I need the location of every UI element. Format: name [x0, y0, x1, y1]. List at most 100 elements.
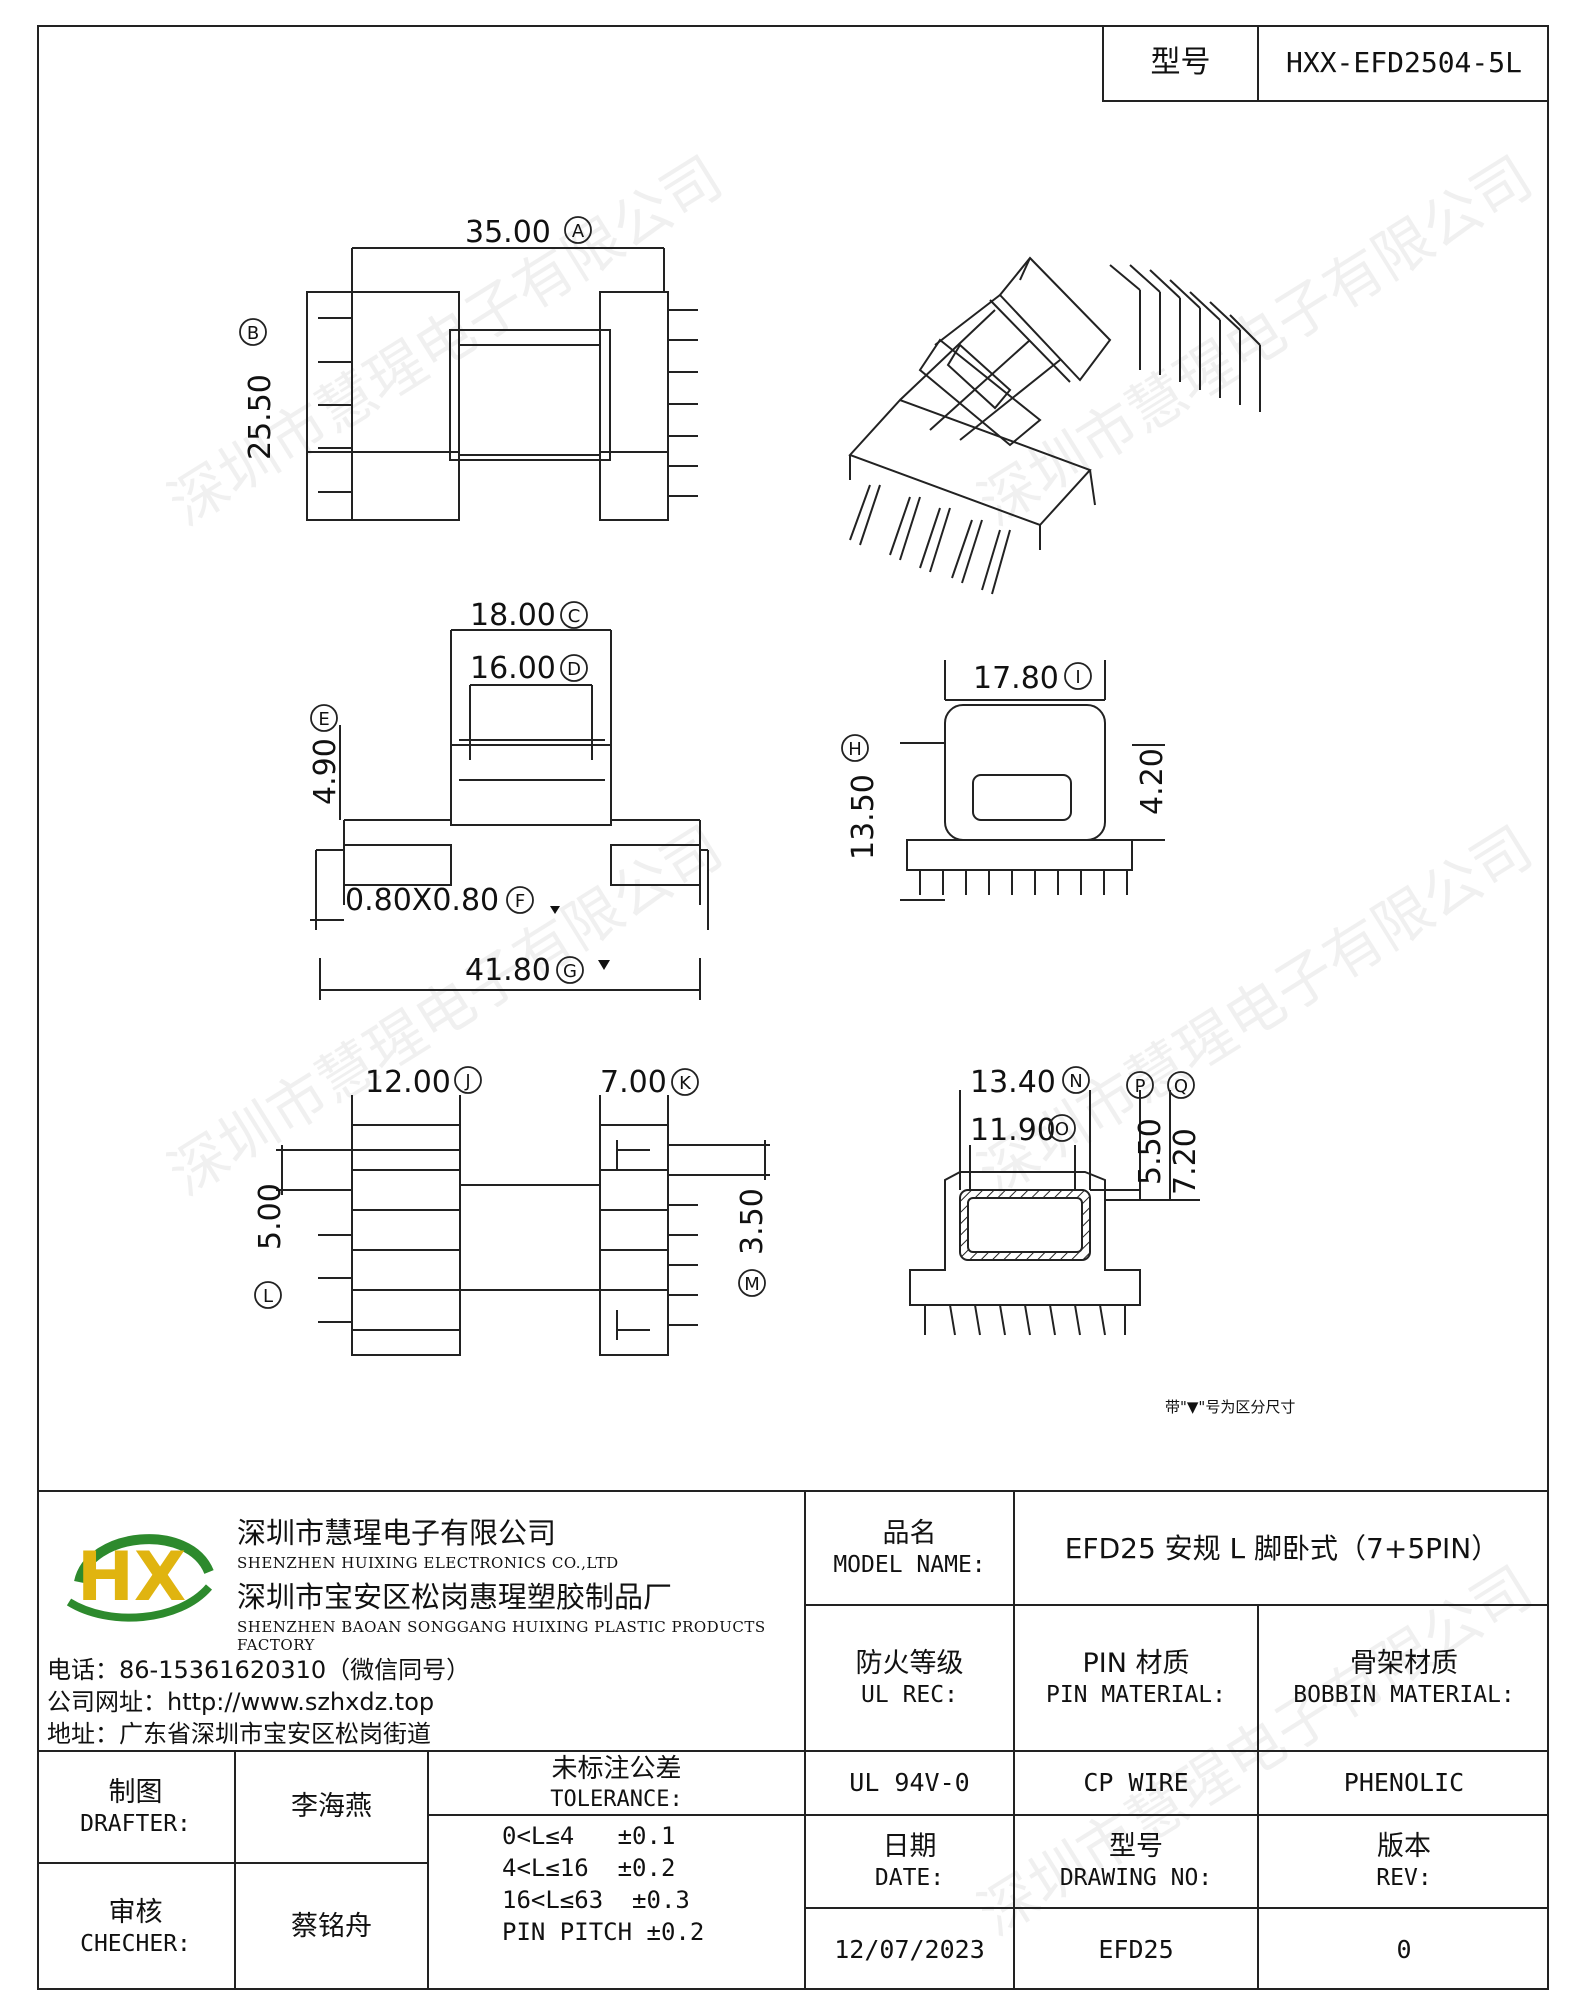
rev-value: 0: [1396, 1934, 1412, 1964]
rev-label-cn: 版本: [1377, 1831, 1431, 1863]
marker-q: Q: [1174, 1076, 1188, 1097]
marker-k: K: [679, 1073, 692, 1094]
drafter-value: 李海燕: [291, 1791, 372, 1823]
dim-l: 5.00: [253, 1183, 288, 1250]
marker-h: H: [848, 739, 862, 760]
dim-j: 12.00: [365, 1065, 451, 1100]
tolerance-label-cn: 未标注公差: [551, 1754, 682, 1784]
dim-d: 16.00: [470, 651, 556, 686]
dim-g: 41.80: [465, 953, 551, 988]
technical-drawing: 35.00 25.50 18.00 16.00 4.90 0.80X0.80 4…: [239, 215, 1295, 1416]
note-text: 带"▼"号为区分尺寸: [1165, 1398, 1295, 1416]
dim-f: 0.80X0.80: [345, 883, 499, 918]
date-label-en: DATE:: [874, 1865, 945, 1891]
dim-k: 7.00: [600, 1065, 667, 1100]
drawing-no-value: EFD25: [1098, 1934, 1174, 1964]
dim-i: 17.80: [973, 661, 1059, 696]
distinguish-triangle: [598, 960, 610, 970]
model-name-value: EFD25 安规 L 脚卧式（7+5PIN）: [1064, 1531, 1500, 1565]
checker-value: 蔡铭舟: [291, 1911, 372, 1943]
factory-name-en: SHENZHEN BAOAN SONGGANG HUIXING PLASTIC …: [237, 1618, 766, 1654]
header-type-label: 型号: [1104, 25, 1259, 100]
marker-f: F: [515, 891, 525, 912]
company-name-en: SHENZHEN HUIXING ELECTRONICS CO.,LTD: [237, 1554, 619, 1572]
tolerance-line: 0<L≤4 ±0.1: [502, 1822, 676, 1850]
model-name-label-cn: 品名: [882, 1517, 937, 1549]
drafter-label-cn: 制图: [108, 1776, 163, 1808]
distinguish-triangle: [550, 906, 560, 914]
dim-h: 13.50: [846, 774, 881, 860]
marker-d: D: [567, 659, 581, 680]
bottom-view: [276, 1095, 770, 1356]
marker-m: M: [744, 1274, 760, 1295]
bobbin-value: PHENOLIC: [1343, 1768, 1465, 1798]
bobbin-label-en: BOBBIN MATERIAL:: [1293, 1681, 1515, 1708]
pin-value: CP WIRE: [1083, 1768, 1189, 1798]
marker-b: B: [247, 323, 259, 344]
drafter-label-en: DRAFTER:: [80, 1810, 191, 1837]
drafter-label: 制图 DRAFTER:: [37, 1752, 234, 1862]
section-view: [909, 1090, 1200, 1336]
dim-a: 35.00: [465, 215, 551, 250]
tolerance-line: 4<L≤16 ±0.2: [502, 1854, 676, 1882]
bobbin-label-cn: 骨架材质: [1350, 1647, 1458, 1679]
ul-label-cn: 防火等级: [855, 1647, 964, 1679]
side-view: [900, 660, 1165, 901]
marker-a: A: [572, 221, 585, 242]
bobbin-label: 骨架材质 BOBBIN MATERIAL:: [1259, 1606, 1549, 1750]
marker-i: I: [1075, 667, 1080, 688]
tolerance-line: 16<L≤63 ±0.3: [502, 1886, 690, 1914]
model-name-label: 品名 MODEL NAME:: [806, 1492, 1013, 1604]
rev-label-en: REV:: [1376, 1865, 1432, 1891]
tolerance-list: 0<L≤4 ±0.1 4<L≤16 ±0.2 16<L≤63 ±0.3 PIN …: [502, 1822, 802, 1950]
title-block: HX 深圳市慧瑆电子有限公司 SHENZHEN HUIXING ELECTRON…: [37, 1490, 1549, 1990]
company-website: 公司网址：http://www.szhxdz.top: [47, 1688, 435, 1716]
ul-label: 防火等级 UL REC:: [806, 1606, 1013, 1750]
marker-j: J: [464, 1071, 470, 1092]
rev-label: 版本 REV:: [1259, 1816, 1549, 1907]
company-phone: 电话：86-15361620310（微信同号）: [47, 1656, 471, 1684]
marker-o: O: [1055, 1119, 1069, 1140]
drawing-frame: [37, 25, 1549, 1990]
tolerance-line: PIN PITCH ±0.2: [502, 1918, 705, 1946]
dim-b: 25.50: [243, 374, 278, 460]
date-label: 日期 DATE:: [806, 1816, 1013, 1907]
date-label-cn: 日期: [882, 1831, 937, 1863]
marker-l: L: [263, 1286, 273, 1307]
marker-c: C: [568, 606, 581, 627]
pin-label-cn: PIN 材质: [1082, 1647, 1190, 1679]
dim-c: 18.00: [470, 598, 556, 633]
drawing-no-label: 型号 DRAWING NO:: [1015, 1816, 1257, 1907]
dim-p: 5.50: [1133, 1118, 1168, 1185]
model-name-label-en: MODEL NAME:: [833, 1551, 986, 1578]
company-logo: HX: [49, 1512, 219, 1630]
dim-n: 13.40: [970, 1065, 1056, 1100]
date-value: 12/07/2023: [834, 1934, 985, 1964]
checker-label-en: CHECHER:: [80, 1930, 191, 1957]
tolerance-label: 未标注公差 TOLERANCE:: [429, 1752, 804, 1814]
header-type-box: 型号 HXX-EFD2504-5L: [1102, 25, 1549, 102]
drawing-no-label-en: DRAWING NO:: [1059, 1865, 1213, 1891]
company-panel: HX 深圳市慧瑆电子有限公司 SHENZHEN HUIXING ELECTRON…: [37, 1492, 804, 1750]
dim-o: 11.90: [970, 1113, 1056, 1148]
tolerance-label-en: TOLERANCE:: [550, 1786, 683, 1812]
ul-label-en: UL REC:: [861, 1681, 958, 1708]
marker-n: N: [1069, 1071, 1082, 1092]
top-view: [306, 247, 698, 521]
isometric-view: [848, 256, 1261, 595]
logo-text: HX: [77, 1538, 186, 1617]
checker-label-cn: 审核: [108, 1896, 163, 1928]
dim-q: 7.20: [1168, 1128, 1203, 1195]
marker-g: G: [563, 961, 577, 982]
dim-e: 4.90: [308, 738, 343, 805]
header-type-value: HXX-EFD2504-5L: [1285, 46, 1522, 79]
pin-label-en: PIN MATERIAL:: [1045, 1681, 1226, 1708]
ul-value: UL 94V-0: [849, 1768, 970, 1798]
dim-m: 3.50: [735, 1188, 770, 1255]
drawing-no-label-cn: 型号: [1109, 1831, 1163, 1863]
factory-name-cn: 深圳市宝安区松岗惠瑆塑胶制品厂: [237, 1580, 673, 1614]
company-address: 地址：广东省深圳市宝安区松岗街道: [47, 1720, 431, 1748]
checker-label: 审核 CHECHER:: [37, 1864, 234, 1990]
marker-e: E: [318, 709, 329, 730]
dim-h2: 4.20: [1135, 748, 1170, 815]
